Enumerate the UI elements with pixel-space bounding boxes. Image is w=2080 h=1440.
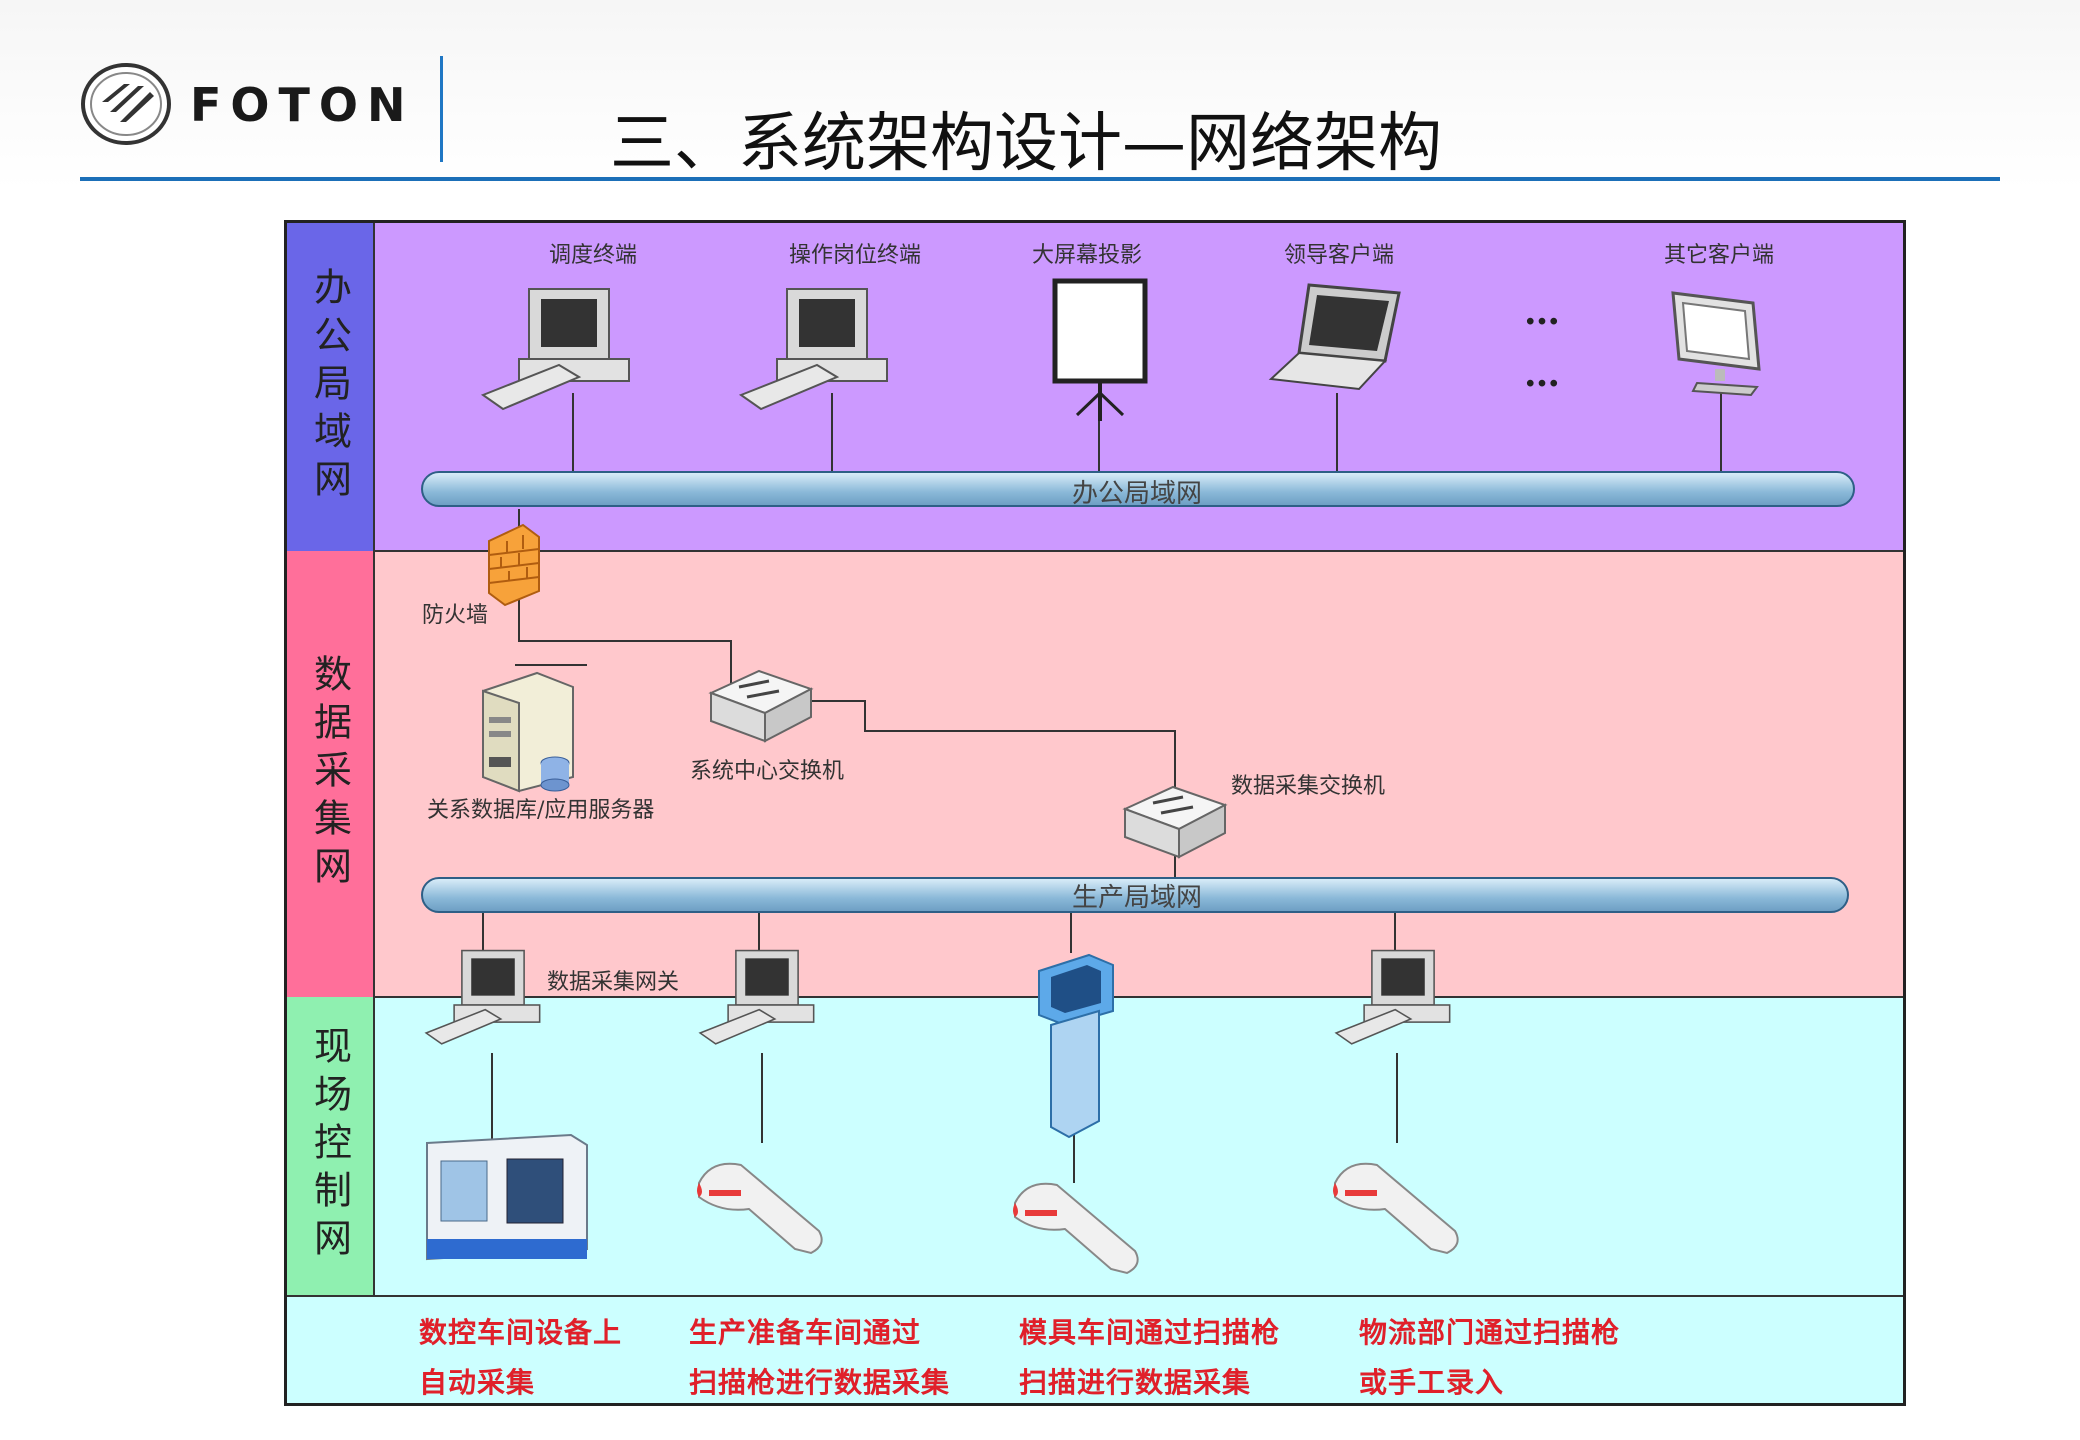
gateway-label: 数据采集网关 bbox=[547, 970, 680, 995]
ellipsis-more-devices: … bbox=[1524, 291, 1562, 333]
zone-label-office: 办公局域网 bbox=[287, 223, 375, 551]
office-bus-label: 办公局域网 bbox=[1071, 479, 1203, 509]
core-switch-label: 系统中心交换机 bbox=[689, 759, 845, 784]
header-divider bbox=[440, 56, 443, 162]
device-label: 领导客户端 bbox=[1283, 243, 1395, 268]
production-lan-bus bbox=[421, 877, 1849, 913]
server-label: 关系数据库/应用服务器 bbox=[427, 798, 655, 823]
foton-logo-icon bbox=[81, 63, 171, 145]
slide-header: FOTON 三、系统架构设计—网络架构 bbox=[0, 0, 2080, 190]
note-line: 自动采集 bbox=[419, 1366, 536, 1399]
device-label: 大屏幕投影 bbox=[1031, 243, 1143, 268]
desktop-computer-icon bbox=[738, 288, 888, 411]
title-underline bbox=[80, 177, 2000, 181]
projector-screen-icon bbox=[1052, 278, 1148, 421]
note-line: 生产准备车间通过 bbox=[689, 1316, 922, 1349]
notes-zone bbox=[287, 1295, 1903, 1403]
desktop-computer-icon bbox=[480, 288, 630, 411]
page-title: 三、系统架构设计—网络架构 bbox=[610, 107, 1442, 181]
monitor-icon bbox=[1671, 291, 1761, 397]
zone-label-field: 现场控制网 bbox=[287, 997, 375, 1295]
laptop-icon bbox=[1268, 283, 1401, 391]
network-switch-icon bbox=[1122, 785, 1228, 859]
zone-label-data: 数据采集网 bbox=[287, 551, 375, 997]
note-line: 或手工录入 bbox=[1359, 1366, 1505, 1399]
firewall-icon bbox=[488, 523, 540, 607]
desktop-computer-icon bbox=[1334, 949, 1451, 1045]
desktop-computer-icon bbox=[698, 949, 815, 1045]
device-label: 操作岗位终端 bbox=[788, 243, 922, 268]
office-lan-bus bbox=[421, 471, 1855, 507]
device-label: 调度终端 bbox=[548, 243, 638, 268]
note-line: 数控车间设备上 bbox=[419, 1316, 623, 1349]
note-line: 模具车间通过扫描枪 bbox=[1019, 1316, 1281, 1349]
network-architecture-diagram: 办公局域网 数据采集网 现场控制网 bbox=[284, 220, 1906, 1406]
ellipsis-more-devices: … bbox=[1524, 353, 1562, 395]
production-bus-label: 生产局域网 bbox=[1071, 883, 1203, 913]
note-line: 物流部门通过扫描枪 bbox=[1359, 1316, 1621, 1349]
gateway-computer-icon bbox=[424, 949, 541, 1045]
note-line: 扫描进行数据采集 bbox=[1019, 1366, 1252, 1399]
note-line: 扫描枪进行数据采集 bbox=[689, 1366, 951, 1399]
firewall-label: 防火墙 bbox=[421, 603, 489, 628]
cnc-machine-icon bbox=[426, 1133, 588, 1261]
barcode-scanner-icon bbox=[1013, 1182, 1139, 1275]
database-server-icon bbox=[482, 671, 574, 793]
collect-switch-label: 数据采集交换机 bbox=[1231, 774, 1386, 799]
barcode-scanner-icon bbox=[697, 1162, 823, 1255]
kiosk-terminal-icon bbox=[1038, 953, 1114, 1139]
barcode-scanner-icon bbox=[1333, 1162, 1459, 1255]
zone-divider bbox=[287, 550, 1903, 552]
network-switch-icon bbox=[708, 669, 814, 743]
device-label: 其它客户端 bbox=[1663, 243, 1775, 268]
brand-wordmark: FOTON bbox=[190, 78, 415, 132]
